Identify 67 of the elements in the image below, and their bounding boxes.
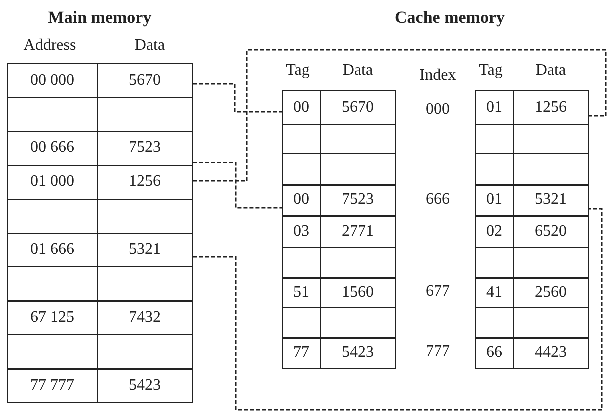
data-value: 4423 [535,344,567,362]
data-value: 5321 [129,241,161,260]
tag-value: 77 [294,344,310,362]
empty-table-row [7,334,193,370]
empty-table-row [282,153,396,186]
column-header: Address [24,37,76,55]
address-text: 01 666 [30,241,74,260]
data-value: 7523 [342,191,374,210]
tag-value: 00 [294,191,310,210]
data-value: 5423 [342,344,374,362]
table-row [7,368,193,404]
index-value: 677 [426,283,450,301]
empty-table-row [475,247,589,278]
column-header: Data [342,62,374,80]
table-row [7,130,193,166]
column-header: Tag [286,62,310,80]
table-row [475,184,589,216]
data-value: 5670 [342,98,374,117]
column-header: Data [536,62,566,80]
address-text: 77 777 [30,376,74,395]
address-text: 01 000 [30,173,74,192]
empty-table-row [282,247,396,278]
empty-table-row [475,307,589,338]
address-text: 67 125 [30,308,74,327]
empty-table-row [7,198,193,234]
tag-value: 01 [486,191,502,210]
data-value: 5670 [129,72,161,90]
empty-table-row [7,266,193,302]
data-value: 1256 [129,173,161,192]
data-value: 2771 [342,222,374,241]
data-value: 5321 [535,191,567,210]
tag-value: 00 [294,98,310,117]
tag-value: 02 [486,222,502,241]
table-row [282,337,396,368]
table-heading: Main memory [48,8,152,28]
column-header: Index [420,67,456,85]
tag-value: 01 [486,98,502,117]
empty-table-row [7,96,193,132]
table-row [475,337,589,368]
dashed-connector [193,49,607,182]
dashed-connector [193,162,282,209]
data-value: 5423 [129,376,161,395]
table-heading: Cache memory [395,8,505,28]
column-header: Data [134,37,166,55]
empty-table-row [282,307,396,338]
data-value: 6520 [535,222,567,241]
tag-value: 03 [294,222,310,241]
data-value: 1560 [342,284,374,302]
address-text: 00 000 [30,72,74,90]
index-value: 000 [426,101,450,119]
index-value: 666 [426,191,450,209]
tag-value: 41 [486,284,502,302]
index-value: 777 [426,343,450,361]
data-value: 1256 [535,98,567,117]
data-value: 7432 [129,308,161,327]
empty-table-row [282,124,396,154]
column-header: Tag [479,62,503,80]
dashed-connector [193,83,282,113]
empty-table-row [475,153,589,186]
tag-value: 51 [294,284,310,302]
table-row [282,184,396,216]
data-value: 7523 [129,139,161,158]
tag-value: 66 [486,344,502,362]
empty-table-row [475,124,589,154]
address-text: 00 666 [30,139,74,158]
dashed-connector [193,208,603,411]
data-value: 2560 [535,284,567,302]
